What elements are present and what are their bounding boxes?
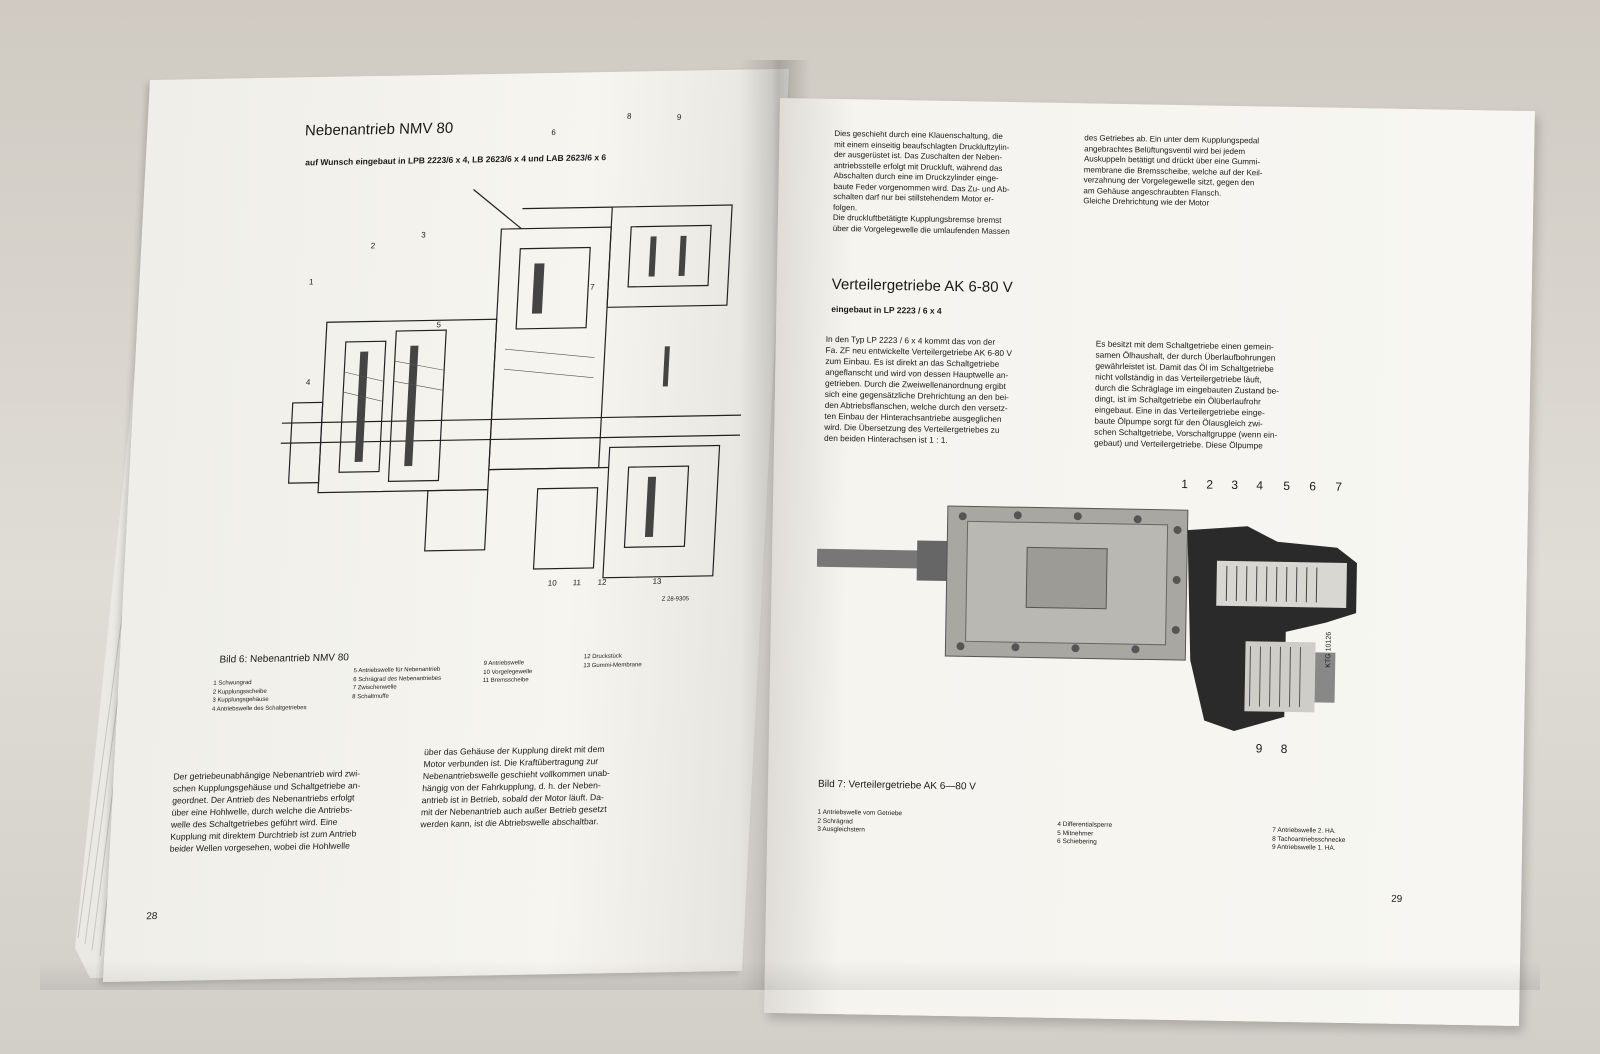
callout-13: 13 xyxy=(652,576,662,586)
left-page-subtitle: auf Wunsch eingebaut in LPB 2223/6 x 4, … xyxy=(305,152,607,168)
photo-callout-2: 2 xyxy=(1206,477,1214,492)
callout-10: 10 xyxy=(547,578,557,588)
callout-1: 1 xyxy=(308,277,314,287)
right-body-column-1: In den Typ LP 2223 / 6 x 4 kommt das von… xyxy=(823,333,1012,445)
right-legend-column-2: 4 Differentialsperre 5 Mitnehmer 6 Schie… xyxy=(1057,820,1113,846)
gearbox-cross-section-drawing xyxy=(280,189,742,579)
callout-3: 3 xyxy=(421,230,426,240)
left-page: Nebenantrieb NMV 80 auf Wunsch eingebaut… xyxy=(102,68,790,983)
photo-callout-3: 3 xyxy=(1231,477,1239,493)
page-number-28: 28 xyxy=(145,911,158,923)
photo-callout-1: 1 xyxy=(1181,477,1189,492)
right-top-column-2: des Getriebes ab. Ein unter dem Kupplung… xyxy=(1083,133,1263,208)
photo-callout-4: 4 xyxy=(1256,478,1264,493)
photo-callout-5: 5 xyxy=(1283,478,1291,493)
callout-5: 5 xyxy=(436,320,442,330)
section-subtitle: eingebaut in LP 2223 / 6 x 4 xyxy=(831,303,942,316)
right-top-column-1: Dies geschieht durch eine Klauenschaltun… xyxy=(832,128,1010,236)
callout-6: 6 xyxy=(551,127,557,138)
right-legend-column-3: 7 Antriebswelle 2. HA. 8 Tachoantriebssc… xyxy=(1271,826,1346,852)
bottom-page-edge xyxy=(40,960,1540,990)
callout-7: 7 xyxy=(589,282,595,292)
left-body-column-2: über das Gehäuse der Kupplung direkt mit… xyxy=(420,743,611,830)
callout-11: 11 xyxy=(572,578,582,588)
photo-callout-8: 8 xyxy=(1280,741,1288,756)
figure-caption-bild-7: Bild 7: Verteilergetriebe AK 6—80 V xyxy=(817,778,976,793)
drawing-code: Z 28-9305 xyxy=(661,596,690,603)
legend-column-4: 12 Druckstück 13 Gummi-Membrane xyxy=(583,653,642,669)
photo-callout-9: 9 xyxy=(1255,741,1263,756)
callout-9: 9 xyxy=(676,112,682,122)
legend-column-1: 1 Schwungrad 2 Kupplungsscheibe 3 Kupplu… xyxy=(211,680,307,713)
page-number-29: 29 xyxy=(1391,893,1403,905)
left-body-column-1: Der getriebeunabhängige Nebenantrieb wir… xyxy=(169,768,361,854)
callout-2: 2 xyxy=(370,241,376,251)
right-page: Dies geschieht durch eine Klauenschaltun… xyxy=(764,98,1535,1027)
figure-caption-bild-6: Bild 6: Nebenantrieb NMV 80 xyxy=(219,652,350,666)
callout-8: 8 xyxy=(626,111,632,121)
left-page-title: Nebenantrieb NMV 80 xyxy=(304,119,454,140)
transfer-case-photo xyxy=(816,505,1357,732)
right-body-column-2: Es besitzt mit dem Schaltgetriebe einen … xyxy=(1093,338,1280,451)
callout-12: 12 xyxy=(597,577,607,587)
right-legend-column-1: 1 Antriebswelle vom Getriebe 2 Schrägrad… xyxy=(817,808,903,834)
legend-column-3: 9 Antriebswelle 10 Vorgelegewelle 11 Bre… xyxy=(482,660,533,685)
section-title: Verteilergetriebe AK 6-80 V xyxy=(831,275,1013,297)
photo-callout-7: 7 xyxy=(1335,479,1343,494)
callout-4: 4 xyxy=(305,377,311,387)
photo-code: KTG 10126 xyxy=(1325,631,1333,668)
photo-callout-6: 6 xyxy=(1309,479,1317,494)
legend-column-2: 5 Antriebswelle für Nebenantrieb 6 Schrä… xyxy=(352,666,442,700)
